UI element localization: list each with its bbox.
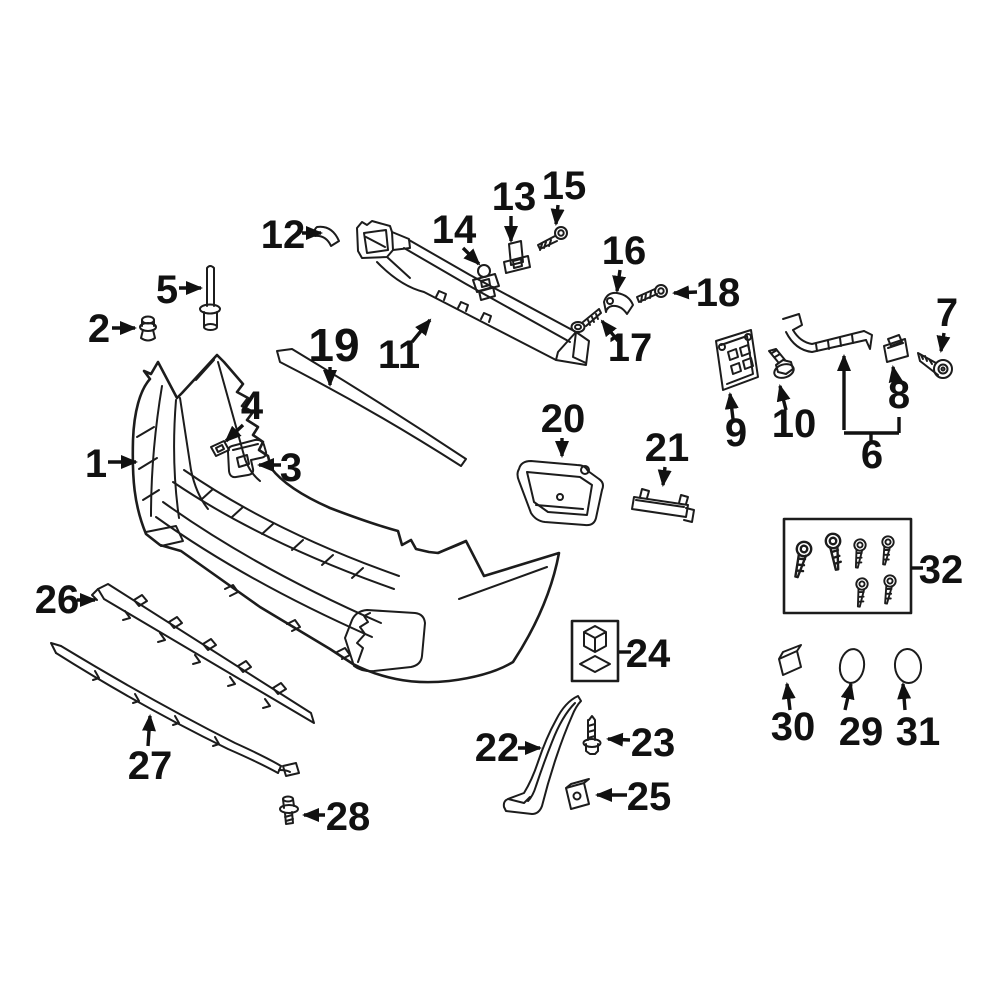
part-23-screw bbox=[582, 715, 602, 755]
callout-21-arrow bbox=[657, 466, 672, 487]
part-number-label-1[interactable]: 1 bbox=[85, 442, 107, 486]
part-number-label-29[interactable]: 29 bbox=[839, 710, 884, 754]
part-21-bracket bbox=[631, 488, 695, 523]
part-number-label-13[interactable]: 13 bbox=[492, 175, 537, 219]
part-number-label-23[interactable]: 23 bbox=[631, 721, 676, 765]
callout-18-arrow bbox=[672, 285, 698, 300]
part-number-label-19[interactable]: 19 bbox=[308, 319, 359, 371]
part-10-bolt bbox=[768, 348, 795, 379]
part-28-screw bbox=[279, 795, 299, 825]
callout-16-arrow bbox=[612, 269, 627, 293]
part-number-label-7[interactable]: 7 bbox=[936, 291, 958, 335]
parts-art-layer bbox=[50, 220, 953, 825]
callout-7-arrow bbox=[936, 332, 951, 353]
part-22-trim bbox=[502, 695, 582, 815]
callout-29-arrow bbox=[840, 682, 855, 711]
callout-11-arrow bbox=[410, 318, 432, 344]
part-number-label-17[interactable]: 17 bbox=[608, 326, 653, 370]
part-number-label-28[interactable]: 28 bbox=[326, 795, 371, 839]
callout-10-arrow bbox=[776, 384, 791, 411]
part-5-pin bbox=[199, 265, 221, 331]
part-number-label-30[interactable]: 30 bbox=[771, 705, 816, 749]
part-number-label-20[interactable]: 20 bbox=[541, 397, 586, 441]
part-26-molding bbox=[91, 583, 315, 724]
callout-4-arrow bbox=[224, 423, 245, 443]
callout-9-arrow bbox=[724, 392, 739, 420]
part-16-bracket bbox=[603, 291, 634, 315]
part-25-nut bbox=[565, 778, 590, 810]
part-13-bracket bbox=[503, 240, 531, 274]
part-number-label-18[interactable]: 18 bbox=[696, 271, 741, 315]
part-number-label-4[interactable]: 4 bbox=[241, 384, 264, 428]
part-11-impact-bar bbox=[356, 220, 590, 366]
callout-23-arrow bbox=[606, 732, 631, 747]
part-number-label-10[interactable]: 10 bbox=[772, 402, 817, 446]
part-12-highlight bbox=[313, 225, 340, 247]
part-9-plate bbox=[715, 329, 759, 391]
part-number-label-11[interactable]: 11 bbox=[378, 333, 420, 377]
part-15-screw bbox=[537, 226, 568, 251]
part-32-screw-kit-box bbox=[782, 517, 913, 615]
part-17-screw bbox=[570, 308, 602, 333]
part-number-label-21[interactable]: 21 bbox=[645, 426, 690, 470]
part-number-label-6[interactable]: 6 bbox=[861, 433, 883, 477]
part-number-label-8[interactable]: 8 bbox=[888, 373, 910, 417]
part-number-label-27[interactable]: 27 bbox=[128, 744, 173, 788]
part-number-label-14[interactable]: 14 bbox=[432, 208, 477, 252]
part-8-clip bbox=[883, 334, 909, 363]
part-number-label-26[interactable]: 26 bbox=[35, 578, 80, 622]
part-number-label-15[interactable]: 15 bbox=[542, 164, 587, 208]
part-3-bracket bbox=[227, 438, 268, 479]
callout-17-arrow bbox=[600, 319, 620, 343]
part-6-bracket bbox=[782, 313, 873, 353]
callout-30-arrow bbox=[781, 682, 796, 711]
part-20-bracket bbox=[516, 460, 604, 527]
callout-15-arrow bbox=[550, 204, 565, 226]
part-27-molding bbox=[50, 642, 300, 777]
part-number-label-9[interactable]: 9 bbox=[725, 411, 747, 455]
part-7-screw bbox=[917, 352, 953, 379]
part-19-protector-strip bbox=[276, 348, 467, 467]
callout-8-arrow bbox=[888, 365, 903, 385]
part-29-seal bbox=[838, 648, 866, 684]
part-24-retainer-box bbox=[570, 619, 620, 683]
part-number-label-31[interactable]: 31 bbox=[896, 710, 941, 754]
part-4-clip bbox=[210, 440, 230, 457]
part-number-label-12[interactable]: 12 bbox=[261, 213, 306, 257]
part-number-label-25[interactable]: 25 bbox=[627, 775, 672, 819]
callout-27-arrow bbox=[142, 714, 156, 747]
callout-14-arrow bbox=[461, 246, 481, 266]
part-18-screw bbox=[636, 284, 668, 303]
part-31-seal bbox=[893, 648, 923, 684]
part-number-label-2[interactable]: 2 bbox=[88, 307, 110, 351]
part-number-label-22[interactable]: 22 bbox=[475, 726, 520, 770]
part-number-label-3[interactable]: 3 bbox=[280, 446, 302, 490]
part-number-label-32[interactable]: 32 bbox=[919, 548, 964, 592]
part-12-highlight-shape bbox=[313, 225, 340, 247]
part-2-grommet bbox=[139, 315, 157, 342]
part-number-label-16[interactable]: 16 bbox=[602, 229, 647, 273]
part-14-clip bbox=[472, 264, 500, 301]
callout-31-arrow bbox=[897, 682, 912, 711]
part-number-label-24[interactable]: 24 bbox=[626, 632, 671, 676]
part-1-bumper-cover bbox=[131, 353, 561, 684]
part-30-pad bbox=[778, 644, 802, 676]
part-number-label-5[interactable]: 5 bbox=[156, 268, 178, 312]
